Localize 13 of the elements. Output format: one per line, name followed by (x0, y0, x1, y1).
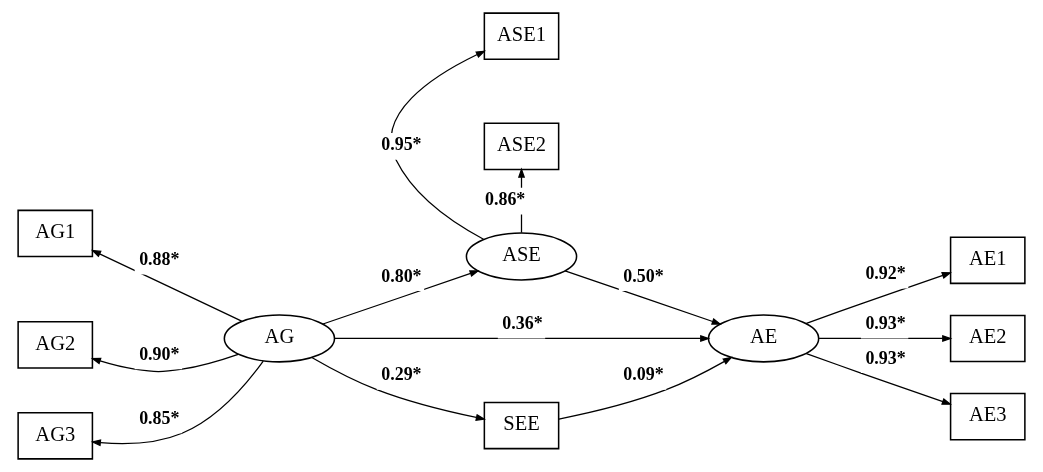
edge-label: 0.86* (485, 189, 526, 210)
edge-label: 0.50* (623, 265, 664, 286)
edge-label: 0.80* (381, 265, 422, 286)
edge-label: 0.36* (502, 313, 543, 334)
edge-label: 0.93* (865, 347, 906, 368)
edge-label: 0.90* (139, 343, 180, 364)
edge-label: 0.85* (139, 407, 180, 428)
edge-label: 0.92* (865, 263, 906, 284)
edge-label: 0.88* (139, 249, 180, 270)
edge-label: 0.95* (381, 134, 422, 155)
edge-label: 0.93* (865, 313, 906, 334)
edge-label: 0.29* (381, 364, 422, 385)
edge-label: 0.09* (623, 364, 664, 385)
